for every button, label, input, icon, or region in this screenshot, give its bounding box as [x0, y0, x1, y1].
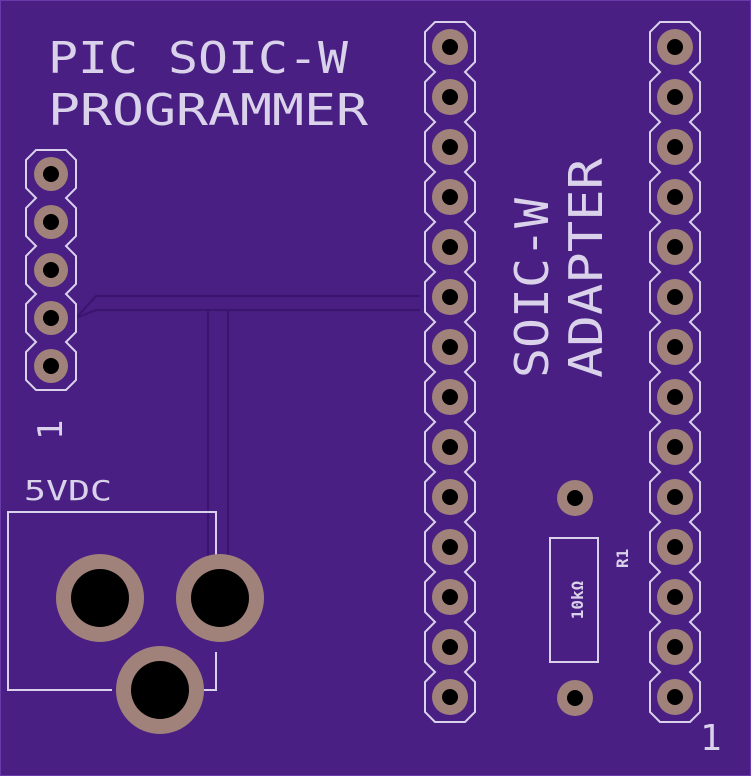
header-pin-4-hole — [43, 310, 59, 326]
soic-left-pin-2-hole — [442, 89, 458, 105]
header-pin-3-hole — [43, 262, 59, 278]
programming-header — [25, 149, 77, 391]
resistor-ref-label: R1 — [613, 549, 632, 568]
resistor-hole-bottom — [567, 690, 583, 706]
resistor-body — [549, 537, 599, 663]
resistor-value-label: 10kΩ — [568, 581, 587, 620]
header-pin-1-hole — [43, 166, 59, 182]
soic-right-pin-10-hole — [667, 489, 683, 505]
soic-right-column-outline — [649, 21, 701, 723]
soic-right-pin-8-hole — [667, 389, 683, 405]
power-jack-hole-1 — [71, 569, 129, 627]
soic-left-pin-11-hole — [442, 539, 458, 555]
soic-left-pin-7-hole — [442, 339, 458, 355]
soic-left-pin-4-hole — [442, 189, 458, 205]
power-label: 5VDC — [24, 474, 112, 507]
soic-right-pin-column — [649, 21, 701, 723]
header-pin1-label: 1 — [31, 420, 71, 440]
board-title-line1: PIC SOIC-W — [48, 33, 349, 84]
power-jack-hole-3 — [131, 661, 189, 719]
soic-right-pin-5-hole — [667, 239, 683, 255]
soic-right-pin-4-hole — [667, 189, 683, 205]
soic-left-pin-5-hole — [442, 239, 458, 255]
soic-right-pin-11-hole — [667, 539, 683, 555]
copper-traces — [75, 294, 420, 560]
soic-right-pin-12-hole — [667, 589, 683, 605]
soic-right-pin-2-hole — [667, 89, 683, 105]
adapter-label-line1: SOIC-W — [505, 198, 559, 378]
soic-right-pin-13-hole — [667, 639, 683, 655]
soic-left-pin-13-hole — [442, 639, 458, 655]
soic-left-pin-14-hole — [442, 689, 458, 705]
right-column-pin1-label: 1 — [700, 718, 722, 759]
header-pin-5-hole — [43, 358, 59, 374]
soic-right-pin-9-hole — [667, 439, 683, 455]
soic-right-pin-7-hole — [667, 339, 683, 355]
soic-left-pin-3-hole — [442, 139, 458, 155]
header-pin-2-hole — [43, 214, 59, 230]
soic-right-pin-1-hole — [667, 39, 683, 55]
resistor-hole-top — [567, 490, 583, 506]
soic-left-pin-8-hole — [442, 389, 458, 405]
adapter-label-line2: ADAPTER — [559, 158, 613, 378]
soic-left-pin-10-hole — [442, 489, 458, 505]
soic-left-pin-column — [424, 21, 476, 723]
soic-right-pin-14-hole — [667, 689, 683, 705]
soic-right-pin-6-hole — [667, 289, 683, 305]
resistor-r1 — [549, 480, 599, 716]
soic-left-pin-9-hole — [442, 439, 458, 455]
soic-left-pin-12-hole — [442, 589, 458, 605]
power-jack-hole-2 — [191, 569, 249, 627]
board-title-line2: PROGRAMMER — [48, 85, 369, 136]
power-jack — [7, 511, 264, 734]
soic-right-pin-3-hole — [667, 139, 683, 155]
soic-left-column-outline — [424, 21, 476, 723]
soic-left-pin-6-hole — [442, 289, 458, 305]
soic-left-pin-1-hole — [442, 39, 458, 55]
